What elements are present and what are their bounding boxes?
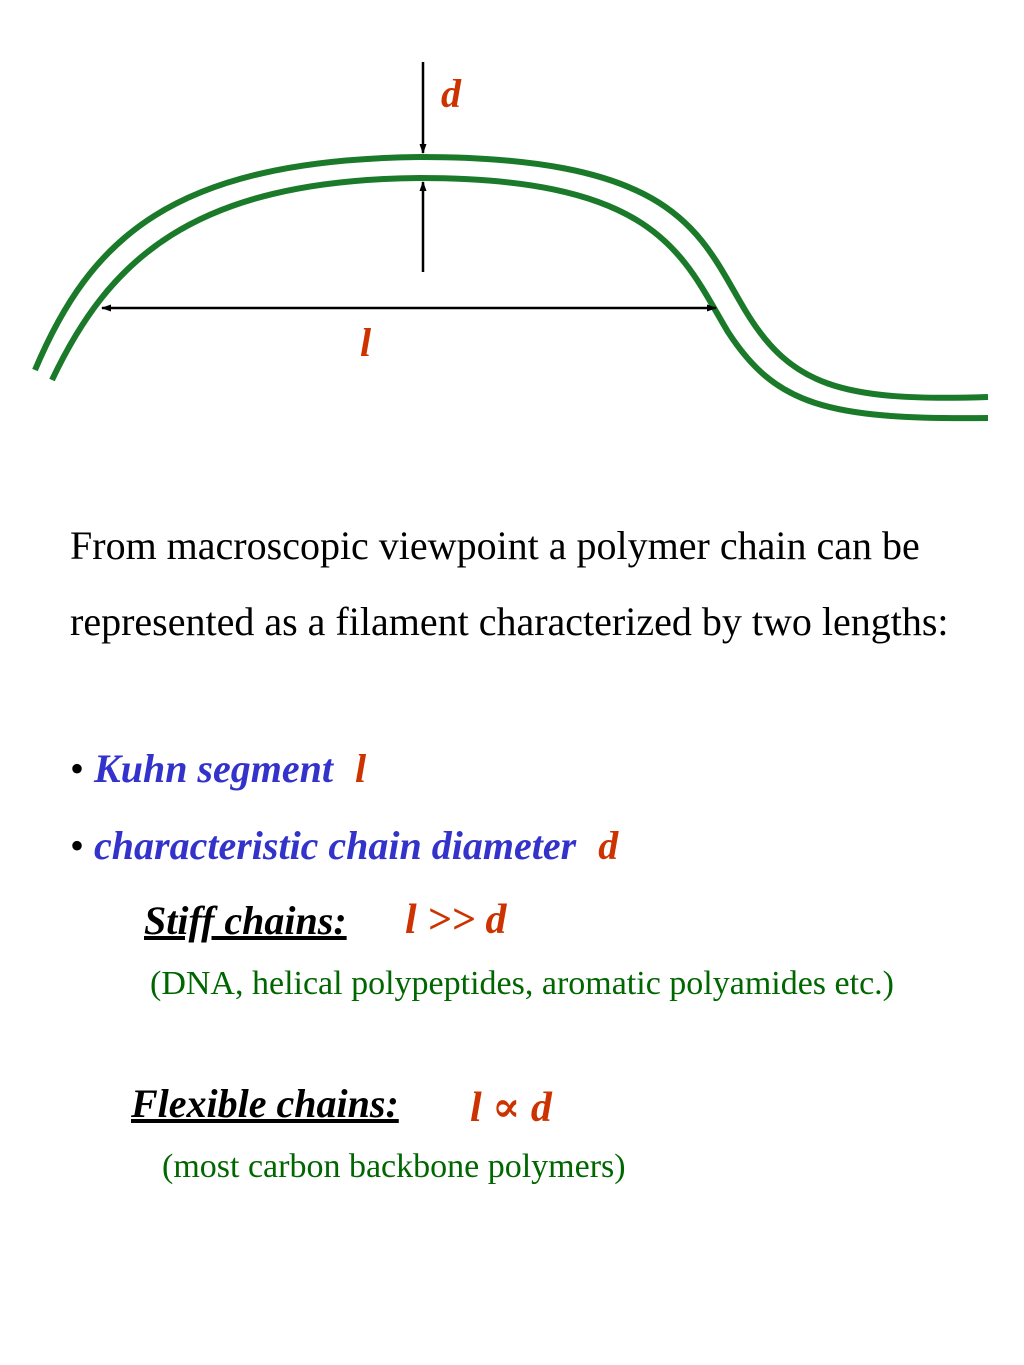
- stiff-chains-title: Stiff chains:: [144, 898, 347, 943]
- polymer-filament-diagram: d l: [32, 62, 989, 422]
- chain-inner-edge: [49, 174, 989, 422]
- flexible-chains-relation: l ∝ d: [470, 1085, 552, 1131]
- kuhn-segment-symbol: l: [354, 746, 367, 791]
- stiff-chains-examples: (DNA, helical polypeptides, aromatic pol…: [150, 965, 894, 1002]
- kuhn-length-label: l: [360, 320, 372, 365]
- intro-paragraph: From macroscopic viewpoint a polymer cha…: [70, 523, 949, 644]
- bullet-kuhn-segment: • Kuhn segment l: [70, 745, 366, 792]
- bullet-chain-diameter: • characteristic chain diameter d: [70, 822, 618, 869]
- diameter-label: d: [441, 71, 462, 116]
- bullet-marker: •: [70, 823, 85, 868]
- chain-diameter-term: characteristic chain diameter: [94, 823, 577, 868]
- chain-outer-edge: [32, 153, 989, 401]
- flexible-chains-title: Flexible chains:: [131, 1081, 399, 1126]
- flexible-chains-examples: (most carbon backbone polymers): [162, 1148, 626, 1185]
- stiff-chains-relation: l >> d: [405, 897, 507, 943]
- kuhn-segment-term: Kuhn segment: [94, 746, 333, 791]
- chain-diameter-symbol: d: [598, 823, 619, 868]
- bullet-marker: •: [70, 746, 85, 791]
